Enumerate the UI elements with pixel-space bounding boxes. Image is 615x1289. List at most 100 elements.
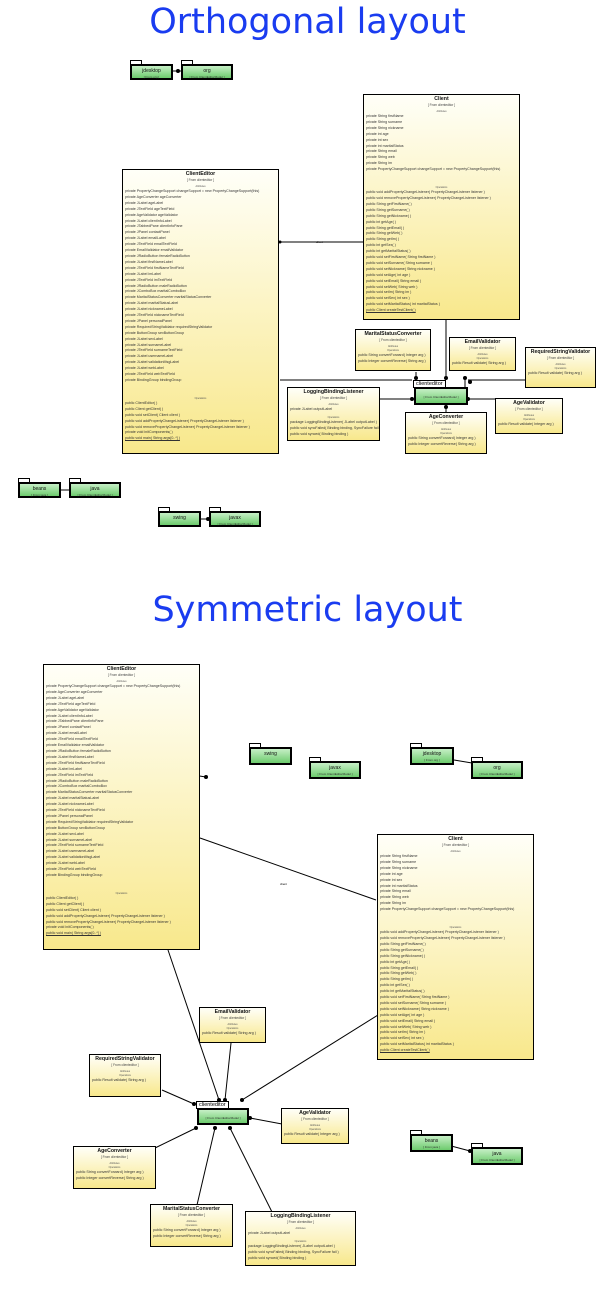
class-email-validator[interactable]: EmailValidator [ From clienteditor ] Att…	[449, 337, 516, 371]
operation-row: public void syncFailed( Binding binding,…	[290, 425, 380, 430]
attribute-row: private JLabel maritalStatusLabel	[125, 301, 179, 306]
orthogonal-layout-title: Orthogonal layout	[149, 2, 466, 42]
operation-row: public void setFirstName( String firstNa…	[380, 995, 450, 1000]
class-name: Client	[434, 96, 449, 102]
attribute-row: private String surname	[366, 119, 403, 124]
attribute-row: private JLabel clientInfoLabel	[125, 218, 172, 223]
operation-row: public Integer convertReverse( String ar…	[408, 441, 476, 446]
operation-list: public Result validate( Integer arg )	[282, 1132, 348, 1138]
attribute-row: private JLabel firstNameLabel	[46, 754, 94, 759]
operation-list: package LoggingBindingListener( JLabel o…	[288, 420, 379, 438]
attribute-row: private String firstName	[366, 114, 404, 118]
class-client[interactable]: Client [ From clienteditor ] Attributes …	[363, 94, 520, 320]
operation-row: public void setEmail( String email )	[380, 1018, 436, 1023]
operation-list: public String convertForward( Integer ar…	[74, 1170, 155, 1182]
class-logging-binding-listener-sym[interactable]: LoggingBindingListener [ From clientedit…	[245, 1211, 356, 1266]
class-name: AgeConverter	[428, 414, 464, 420]
operation-row: public String getIm( )	[366, 237, 400, 242]
attribute-row: private String web	[380, 895, 409, 900]
attribute-row: private JLabel surnameLabel	[125, 342, 172, 347]
attribute-row: private String surname	[380, 859, 417, 864]
operation-row: public int getAge( )	[380, 959, 410, 964]
attribute-row: private JPanel contactPanel	[125, 230, 170, 235]
class-client-editor[interactable]: ClientEditor [ From clienteditor ] Attri…	[122, 169, 279, 454]
attribute-row: private JLabel maritalStatusLabel	[46, 796, 100, 801]
operation-row: public void setWeb( String web )	[380, 1024, 432, 1029]
agevalidator-line-sym	[249, 1117, 283, 1125]
class-age-converter[interactable]: AgeConverter [ From clienteditor ] Attri…	[405, 412, 487, 454]
client-to-package-sym	[241, 1014, 379, 1101]
class-name: RequiredStringValidator	[530, 349, 591, 355]
operation-list: public String convertForward( Integer ar…	[406, 436, 486, 448]
class-required-string-validator[interactable]: RequiredStringValidator [ From clientedi…	[525, 347, 596, 388]
operation-row: public Client createTestClient( )	[380, 1048, 430, 1053]
attribute-row: private String im	[366, 161, 392, 166]
operation-list: public Result validate( String arg )	[450, 361, 515, 367]
operation-list: public void addPropertyChangeListener( P…	[378, 930, 533, 1054]
class-logging-binding-listener[interactable]: LoggingBindingListener [ From clientedit…	[287, 387, 380, 441]
operation-row: public Integer convertReverse( String ar…	[153, 1233, 221, 1238]
operation-list: public String convertForward( Integer ar…	[356, 353, 430, 365]
attributes-label: Attributes	[116, 680, 127, 683]
operation-list: public Result validate( Integer arg )	[496, 422, 562, 428]
class-origin: [ From clienteditor ]	[515, 407, 543, 411]
attribute-row: private JLabel clientInfoLabel	[46, 713, 93, 718]
operations-label: Operations	[108, 1166, 121, 1169]
operation-row: public void addPropertyChangeListener( P…	[366, 190, 485, 195]
operations-label: Operations	[327, 415, 340, 419]
operation-row: public void setSex( int sex )	[380, 1036, 424, 1041]
class-client-sym[interactable]: Client [ From clienteditor ] Attributes …	[377, 834, 534, 1060]
class-marital-status-converter[interactable]: MaritalStatusConverter [ From clientedit…	[355, 329, 431, 371]
operation-row: public String getSurname( )	[366, 207, 410, 212]
operation-row: public void setIm( String im )	[366, 290, 412, 295]
class-name: LoggingBindingListener	[303, 389, 364, 395]
class-required-string-validator-sym[interactable]: RequiredStringValidator [ From clientedi…	[89, 1054, 161, 1097]
operation-row: public Integer convertReverse( String ar…	[358, 358, 426, 363]
operation-list: public Result validate( String arg )	[526, 371, 595, 377]
attribute-row: private PropertyChangeSupport changeSupp…	[46, 684, 181, 688]
attribute-row: private JLabel outputLabel	[290, 407, 333, 411]
attribute-row: private ButtonGroup sexButtonGroup	[46, 825, 106, 830]
attribute-row: private ButtonGroup sexButtonGroup	[125, 330, 185, 335]
operation-row: public String convertForward( Integer ar…	[358, 353, 426, 357]
operations-label: Operations	[294, 1239, 307, 1243]
class-origin: [ From clienteditor ]	[111, 1063, 139, 1067]
operation-row: public void synced( Binding binding )	[248, 1255, 307, 1260]
package-origin: [ From ClientEditorModel ]	[189, 75, 225, 79]
operation-row: public void setIm( String im )	[380, 1030, 426, 1035]
class-name: MaritalStatusConverter	[162, 1206, 221, 1212]
attribute-row: private JTextField webTextField	[125, 372, 175, 377]
package-name: swing	[173, 515, 186, 521]
attribute-row: private JLabel imLabel	[46, 766, 82, 771]
class-name: EmailValidator	[464, 339, 501, 345]
operations-label: Operations	[185, 1224, 198, 1227]
attribute-row: private JTextField surnameTextField	[46, 843, 104, 848]
class-age-validator[interactable]: AgeValidator [ From clienteditor ] Attri…	[495, 398, 563, 434]
attribute-row: private JLabel webLabel	[125, 366, 164, 371]
operations-label: Operations	[309, 1128, 321, 1131]
operation-row: public void setClient( Client client )	[46, 907, 101, 912]
operation-list: public ClientEditor( )public Client getC…	[44, 896, 199, 937]
operations-label: Operations	[435, 186, 448, 190]
package-name: javax	[329, 765, 341, 771]
attribute-row: private JRadioButton femaleRadioButton	[125, 253, 190, 258]
attribute-list: private PropertyChangeSupport changeSupp…	[44, 684, 199, 879]
attribute-row: private int sex	[366, 137, 389, 142]
package-origin: [ From ClientEditorModel ]	[205, 1116, 241, 1120]
attribute-row: private JLabel sexLabel	[125, 336, 163, 341]
class-marital-status-converter-sym[interactable]: MaritalStatusConverter [ From clientedit…	[150, 1204, 233, 1247]
operation-row: public void setNickname( String nickname…	[380, 1006, 449, 1011]
class-age-converter-sym[interactable]: AgeConverter [ From clienteditor ] Attri…	[73, 1146, 156, 1189]
attribute-row: private JLabel webLabel	[46, 861, 85, 866]
class-origin: [ From clienteditor ]	[319, 396, 348, 400]
attribute-row: private JTextField imTextField	[125, 277, 173, 282]
class-age-validator-sym[interactable]: AgeValidator [ From clienteditor ] Attri…	[281, 1108, 349, 1144]
attribute-row: private JRadioButton maleRadioButton	[46, 778, 108, 783]
operation-row: public void removePropertyChangeListener…	[46, 919, 171, 924]
class-email-validator-sym[interactable]: EmailValidator [ From clienteditor ] Att…	[199, 1007, 266, 1043]
class-name: AgeValidator	[299, 1110, 331, 1116]
class-client-editor-sym[interactable]: ClientEditor [ From clienteditor ] Attri…	[43, 664, 200, 950]
class-origin: [ From clienteditor ]	[546, 356, 575, 360]
operation-row: public int getSex( )	[366, 243, 396, 248]
attribute-row: private JRadioButton femaleRadioButton	[46, 748, 111, 753]
